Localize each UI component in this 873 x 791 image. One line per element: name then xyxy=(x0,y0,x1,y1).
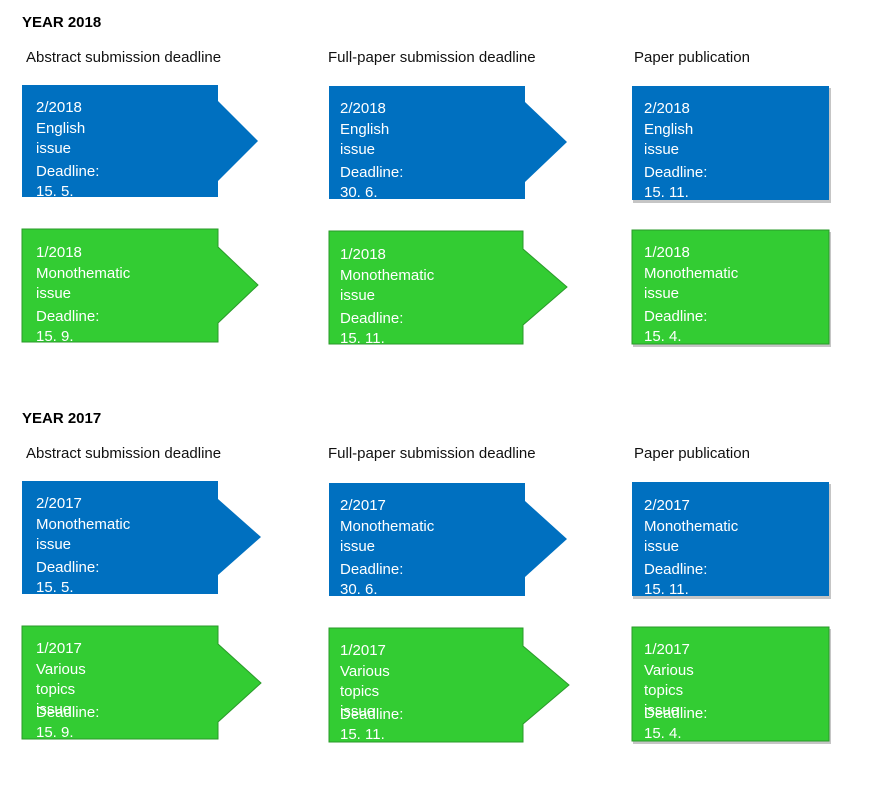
deadline-text: Deadline: 30. 6. 2017 xyxy=(340,561,404,618)
issue-type: Various topics issue xyxy=(340,663,390,720)
issue-type: Monothematic issue xyxy=(340,518,435,555)
issue-type: Various topics issue xyxy=(644,662,694,719)
column-header-publication: Paper publication xyxy=(634,49,750,66)
deadline-text: Deadline: 15. 11. 2016 xyxy=(340,706,404,763)
deadline-text: Deadline: 15. 11. 2017 xyxy=(340,310,404,367)
section-title: YEAR 2017 xyxy=(22,410,102,427)
issue-label: 2/2017 xyxy=(36,495,82,512)
issue-label: 1/2018 xyxy=(644,244,690,261)
issue-type: English issue xyxy=(36,120,86,157)
issue-label: 1/2018 xyxy=(340,246,386,263)
issue-label: 1/2017 xyxy=(36,640,82,657)
issue-label: 1/2017 xyxy=(340,642,386,659)
issue-type: Monothematic issue xyxy=(644,265,739,302)
issue-type: Monothematic issue xyxy=(36,516,131,553)
deadline-text: Deadline: 15. 4. 2017 xyxy=(644,705,708,762)
issue-type: English issue xyxy=(340,121,390,158)
deadline-text: Deadline: 30. 6. 2018 xyxy=(340,164,404,221)
issue-type: English issue xyxy=(644,121,694,158)
deadline-text: Deadline: 15. 9. 2016 xyxy=(36,704,100,761)
column-header-full-paper: Full-paper submission deadline xyxy=(328,49,536,66)
column-header-abstract: Abstract submission deadline xyxy=(26,49,222,66)
issue-type: Monothematic issue xyxy=(644,518,739,555)
issue-label: 2/2018 xyxy=(644,100,690,117)
deadline-text: Deadline: 15. 5. 2018 xyxy=(36,163,100,220)
deadline-text: Deadline: 15. 4. 2018 xyxy=(644,308,708,365)
issue-label: 1/2017 xyxy=(644,641,690,658)
issue-label: 2/2018 xyxy=(36,99,82,116)
deadline-text: Deadline: 15. 11. 2017 xyxy=(644,561,708,618)
deadline-text: Deadline: 15. 5. 2017 xyxy=(36,559,100,616)
issue-label: 2/2017 xyxy=(340,497,386,514)
issue-label: 2/2017 xyxy=(644,497,690,514)
issue-label: 2/2018 xyxy=(340,100,386,117)
column-header-publication: Paper publication xyxy=(634,445,750,462)
issue-label: 1/2018 xyxy=(36,244,82,261)
issue-type: Monothematic issue xyxy=(36,265,131,302)
section-title: YEAR 2018 xyxy=(22,14,102,31)
deadline-text: Deadline: 15. 9. 2017 xyxy=(36,308,100,365)
column-header-abstract: Abstract submission deadline xyxy=(26,445,222,462)
issue-type: Monothematic issue xyxy=(340,267,435,304)
issue-type: Various topics issue xyxy=(36,661,86,718)
deadline-text: Deadline: 15. 11. 2018 xyxy=(644,164,708,221)
column-header-full-paper: Full-paper submission deadline xyxy=(328,445,536,462)
